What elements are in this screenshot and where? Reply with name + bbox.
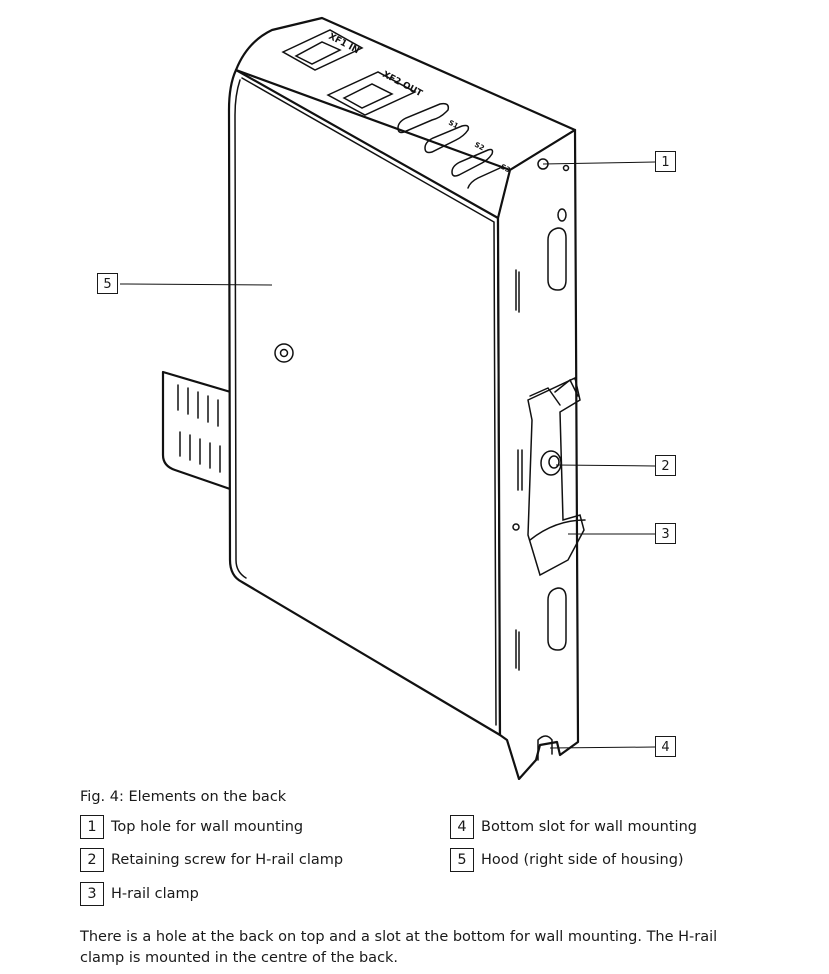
slot-label-s3: S3 xyxy=(499,163,512,175)
legend-number: 3 xyxy=(80,882,104,906)
legend-item-5: 5 Hood (right side of housing) xyxy=(450,848,684,872)
slot-s1 xyxy=(397,102,450,134)
port-out-jack xyxy=(326,71,417,116)
leader-4 xyxy=(549,746,656,749)
legend-number: 4 xyxy=(450,815,474,839)
back-plate xyxy=(496,128,580,781)
slot-label-s2: S2 xyxy=(473,141,486,153)
legend-text: Retaining screw for H-rail clamp xyxy=(111,852,344,868)
port-in-jack xyxy=(281,29,364,71)
slot-s2 xyxy=(424,124,470,154)
legend-item-3: 3 H-rail clamp xyxy=(80,882,199,906)
hood-screw xyxy=(274,343,294,363)
callout-5: 5 xyxy=(97,273,118,294)
leader-2 xyxy=(555,464,656,467)
h-rail-clamp xyxy=(527,376,585,577)
description-paragraph: There is a hole at the back on top and a… xyxy=(80,929,718,966)
callout-3: 3 xyxy=(655,523,676,544)
housing-top xyxy=(234,16,577,172)
legend-text: Hood (right side of housing) xyxy=(481,852,684,868)
upper-slot xyxy=(547,227,567,291)
legend-number: 2 xyxy=(80,848,104,872)
lower-slot xyxy=(547,587,567,651)
vent-fin xyxy=(161,370,236,492)
figure-caption: Fig. 4: Elements on the back xyxy=(80,789,287,805)
legend-text: Bottom slot for wall mounting xyxy=(481,819,697,835)
legend-number: 1 xyxy=(80,815,104,839)
callout-1: 1 xyxy=(655,151,676,172)
legend-item-1: 1 Top hole for wall mounting xyxy=(80,815,303,839)
slot-label-s1: S1 xyxy=(447,119,460,131)
legend-item-4: 4 Bottom slot for wall mounting xyxy=(450,815,697,839)
device-back-illustration: XF1 IN XF2 OUT S1 S2 S3 1 2 3 4 5 xyxy=(97,16,676,781)
legend-text: H-rail clamp xyxy=(111,886,199,902)
legend-item-2: 2 Retaining screw for H-rail clamp xyxy=(80,848,343,872)
callout-4: 4 xyxy=(655,736,676,757)
retaining-screw xyxy=(540,450,562,476)
device-drawing: XF1 IN XF2 OUT S1 S2 S3 xyxy=(119,16,656,781)
legend-text: Top hole for wall mounting xyxy=(111,819,304,835)
legend-number: 5 xyxy=(450,848,474,872)
leader-1 xyxy=(542,161,656,165)
hood-face xyxy=(227,68,502,737)
bottom-slot xyxy=(537,735,553,761)
slot-s3 xyxy=(451,148,494,177)
leader-5 xyxy=(119,283,273,286)
callout-2: 2 xyxy=(655,455,676,476)
